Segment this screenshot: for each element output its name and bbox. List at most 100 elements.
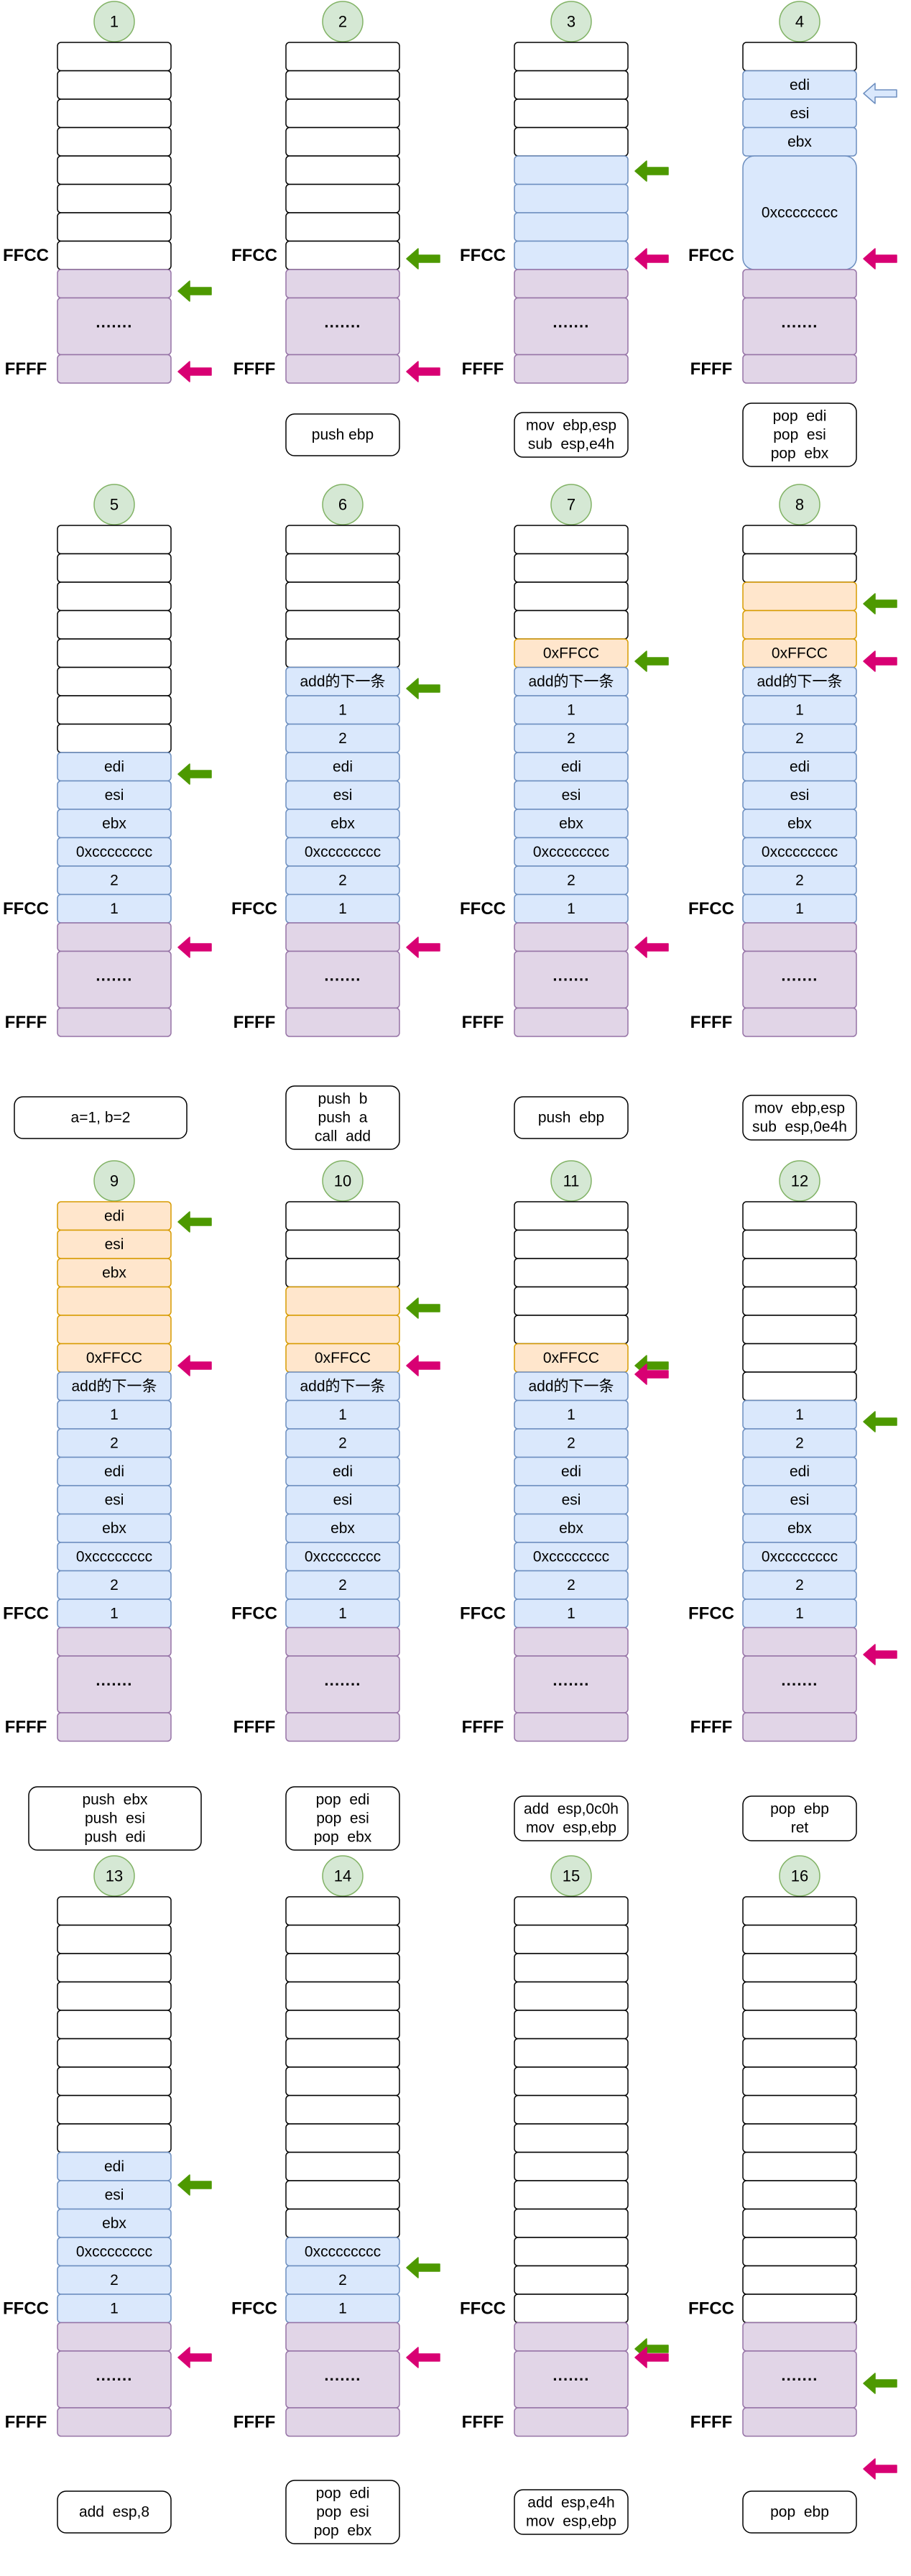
stack-slot-empty (57, 155, 172, 185)
address-label-ffff: FFFF (5, 359, 47, 379)
magenta-pointer-arrow-icon (863, 650, 897, 672)
caller-stack-bottom (57, 1007, 172, 1037)
stack-slot-value: 2 (338, 1577, 347, 1593)
stack-slot-value: 1 (795, 1407, 804, 1423)
step-number: 16 (791, 1867, 808, 1885)
stack-slot-value: 1 (338, 2300, 347, 2317)
stack-slot-empty (57, 723, 172, 753)
stack-panel: 9ediesiebx0xFFCCadd的下一条12ediesiebx0xcccc… (3, 1160, 202, 1851)
stack-slot-value: add的下一条 (300, 1378, 385, 1394)
caller-stack-slot (57, 1627, 172, 1657)
address-label-ffcc: FFCC (460, 2299, 506, 2318)
stack-slot-empty (285, 212, 400, 242)
stack-slot-empty (514, 2237, 629, 2267)
address-label-ffcc: FFCC (688, 246, 734, 265)
ellipsis-dots: ······· (552, 971, 589, 989)
stack-slot-empty (57, 240, 172, 270)
stack-slot-empty (285, 525, 400, 555)
step-number-badge (93, 1, 135, 42)
stack-slot-empty (285, 2208, 400, 2238)
step-number-badge (93, 484, 135, 525)
step-number: 15 (563, 1867, 580, 1885)
step-number: 5 (110, 496, 119, 514)
stack-slot-empty (742, 1953, 857, 1983)
stack-slot-empty (514, 1981, 629, 2011)
caller-stack-bottom (742, 2407, 857, 2437)
stack-slot-empty (742, 1371, 857, 1402)
instruction-box (514, 412, 629, 458)
address-label-ffcc: FFCC (3, 1604, 49, 1623)
ellipsis-dots: ······· (324, 1675, 361, 1693)
stack-slot (57, 1286, 172, 1316)
stack-slot-value: ebx (102, 815, 126, 832)
stack-slot-value: 1 (110, 1407, 119, 1423)
stack-panel: 1212ediesiebx0xcccccccc21·······FFCCFFFF… (688, 1160, 857, 1841)
instruction-line: ret (791, 1820, 809, 1836)
step-number-badge (93, 1855, 135, 1897)
stack-slot-empty (57, 525, 172, 555)
stack-slot-value: 1 (567, 1605, 575, 1622)
stack-slot-value: ebx (559, 1520, 583, 1537)
address-label-ffcc: FFCC (3, 246, 49, 265)
stack-slot (742, 610, 857, 640)
ellipsis-dots: ······· (96, 318, 132, 336)
caller-stack-slot (514, 2322, 629, 2352)
stack-panel: 70xFFCCadd的下一条12ediesiebx0xcccccccc21···… (460, 484, 629, 1139)
step-number-badge (550, 1160, 592, 1202)
address-label-ffff: FFFF (462, 2412, 504, 2432)
address-label-ffff: FFFF (462, 1013, 504, 1032)
stack-slot-value: 0xcccccccc (76, 2243, 152, 2260)
stack-slot-value: 0xFFCC (543, 1350, 599, 1366)
stack-slot-value: 2 (338, 872, 347, 888)
caller-stack-slot (285, 269, 400, 299)
stack-slot-empty (742, 2265, 857, 2295)
stack-slot (285, 1315, 400, 1345)
magenta-pointer-arrow-icon (406, 937, 440, 958)
stack-slot-empty (57, 2094, 172, 2125)
green-pointer-arrow-icon (863, 2373, 897, 2394)
stack-slot-value: 0xcccccccc (305, 1548, 381, 1565)
stack-slot-value: 0xcccccccc (305, 844, 381, 860)
stack-slot-value: 0xFFCC (772, 645, 828, 661)
stack-slot-empty (514, 1229, 629, 1259)
stack-slot-value: 0xcccccccc (533, 1548, 609, 1565)
stack-slot-value: 2 (338, 730, 347, 747)
caller-stack-bottom (514, 1712, 629, 1742)
step-number-badge (322, 484, 364, 525)
stack-panel: 1 ······· FFCC FFFF (3, 1, 172, 384)
stack-slot-value: esi (562, 787, 581, 804)
stack-slot-empty (514, 553, 629, 583)
stack-slot-value: ebx (787, 134, 812, 150)
caller-stack-slot (742, 269, 857, 299)
magenta-pointer-arrow-icon (177, 2347, 212, 2368)
caller-stack-slot (514, 1627, 629, 1657)
ellipsis-dots: ······· (324, 971, 361, 989)
stack-slot-value: 0xcccccccc (762, 844, 838, 860)
step-number-badge (550, 1855, 592, 1897)
stack-slot-empty (57, 1981, 172, 2011)
green-pointer-arrow-icon (177, 763, 212, 785)
instruction-box (285, 1786, 400, 1851)
stack-slot-value: 0xFFCC (315, 1350, 371, 1366)
stack-slot-empty (514, 1953, 629, 1983)
stack-slot-value: ebx (787, 815, 812, 832)
stack-slot-empty (285, 1258, 400, 1288)
stack-slot-empty (514, 1924, 629, 1954)
caller-stack-slot (742, 1627, 857, 1657)
caller-stack-bottom (742, 1712, 857, 1742)
stack-slot-empty (514, 581, 629, 612)
instruction-line: sub esp,0e4h (752, 1119, 847, 1136)
stack-slot-empty (57, 638, 172, 668)
step-number: 12 (791, 1172, 808, 1190)
instruction-line: pop ebx (771, 446, 829, 462)
green-pointer-arrow-icon (863, 1411, 897, 1432)
address-label-ffcc: FFCC (231, 2299, 277, 2318)
caller-stack-bottom (285, 354, 400, 384)
step-number-badge (779, 1855, 820, 1897)
stack-slot-empty (514, 525, 629, 555)
address-label-ffcc: FFCC (688, 2299, 734, 2318)
stack-slot-empty (285, 2010, 400, 2040)
stack-slot-value: ebx (102, 1264, 126, 1281)
step-number: 1 (110, 13, 119, 31)
